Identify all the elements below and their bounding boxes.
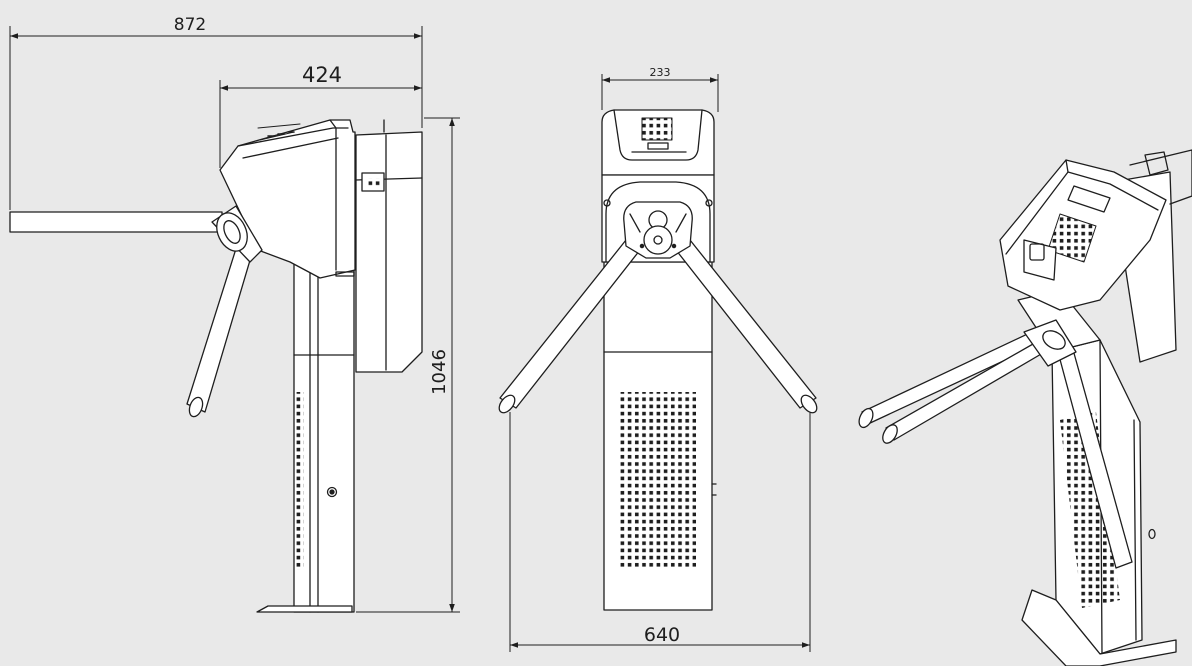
dim-872-label: 872 bbox=[174, 15, 206, 35]
dim-1046-label: 1046 bbox=[429, 349, 450, 395]
side-reader-box bbox=[355, 131, 423, 373]
front-view bbox=[498, 109, 818, 611]
isometric-view bbox=[858, 149, 1192, 666]
dim-640-label: 640 bbox=[644, 624, 680, 646]
iso-arm-left bbox=[861, 329, 1045, 425]
front-keypad bbox=[641, 117, 673, 141]
iso-display bbox=[1067, 185, 1111, 213]
dim-233-label: 233 bbox=[650, 66, 671, 79]
side-column-perforation bbox=[296, 392, 304, 570]
iso-base bbox=[1021, 589, 1177, 666]
iso-keypad bbox=[1047, 213, 1097, 263]
iso-hub bbox=[1023, 319, 1077, 367]
side-arm-angled bbox=[186, 235, 257, 413]
dimension-lines bbox=[9, 26, 811, 652]
dimension-labels: 872 424 1046 233 640 bbox=[174, 15, 680, 646]
dim-424-label: 424 bbox=[302, 63, 342, 87]
side-base-foot bbox=[256, 605, 353, 613]
front-perforation bbox=[620, 392, 696, 567]
iso-perforation bbox=[1060, 412, 1120, 608]
side-view bbox=[9, 119, 423, 613]
side-lock-icon bbox=[326, 486, 338, 498]
side-arm-end bbox=[188, 396, 204, 418]
side-arm-horizontal bbox=[9, 211, 223, 233]
